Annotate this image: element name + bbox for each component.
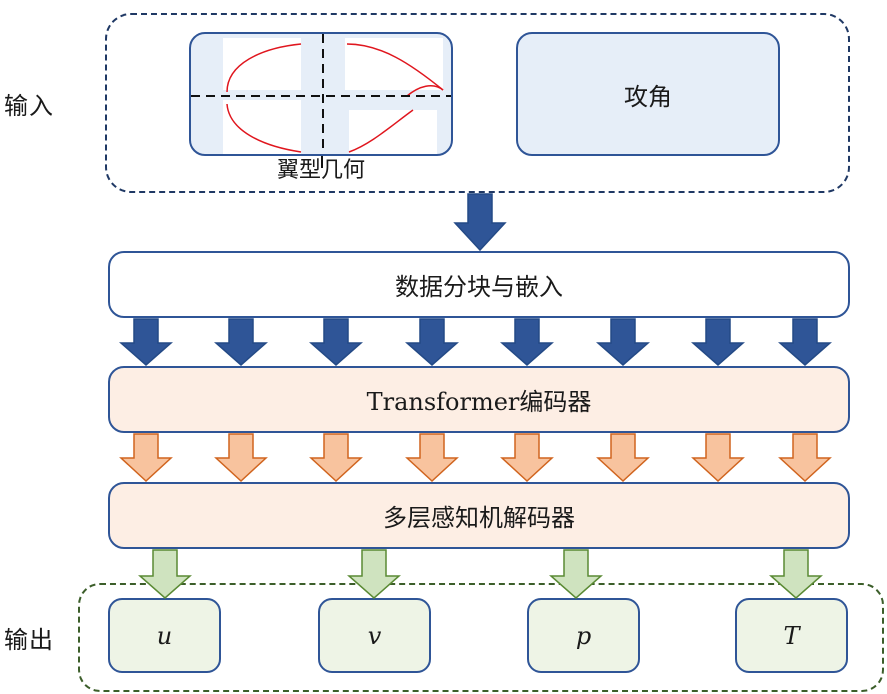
patch-top-right [345, 38, 443, 90]
embedding-to-encoder-arrow-8 [778, 318, 832, 366]
output-u-label: u [156, 621, 173, 650]
embedding-to-encoder-arrow-5 [500, 318, 554, 366]
patch-embedding-box: 数据分块与嵌入 [108, 251, 850, 318]
transformer-encoder-label: Transformer编码器 [366, 388, 592, 416]
transformer-encoder-box: Transformer编码器 [108, 366, 850, 433]
embedding-to-encoder-arrow-6 [596, 318, 650, 366]
output-T-box: T [735, 598, 848, 673]
embedding-to-encoder-arrow-2 [214, 318, 268, 366]
airfoil-geometry-box [189, 32, 453, 156]
output-v-label: v [367, 621, 382, 650]
vertical-axis-tail [321, 156, 325, 168]
decoder-to-output-arrow-p [549, 549, 603, 599]
embedding-to-encoder-arrow-3 [309, 318, 363, 366]
encoder-to-decoder-arrow-6 [596, 433, 650, 483]
input-to-embedding-arrow [453, 193, 507, 252]
output-group [78, 583, 884, 692]
decoder-to-output-arrow-u [138, 549, 192, 599]
patch-top-left [223, 38, 301, 90]
mlp-decoder-box: 多层感知机解码器 [108, 482, 850, 549]
output-p-label: p [575, 621, 592, 650]
encoder-to-decoder-arrow-3 [309, 433, 363, 483]
output-label: 输出 [4, 626, 54, 654]
input-label: 输入 [4, 92, 54, 120]
airfoil-upper-curve-right [346, 43, 444, 91]
encoder-to-decoder-arrow-7 [691, 433, 745, 483]
output-p-box: p [527, 598, 640, 673]
decoder-to-output-arrow-T [769, 549, 823, 599]
embedding-to-encoder-arrow-4 [405, 318, 459, 366]
angle-of-attack-box: 攻角 [516, 32, 780, 156]
patch-embedding-label: 数据分块与嵌入 [395, 273, 563, 301]
input-group [105, 13, 850, 193]
encoder-to-decoder-arrow-2 [214, 433, 268, 483]
output-u-box: u [108, 598, 221, 673]
encoder-to-decoder-arrow-4 [405, 433, 459, 483]
airfoil-upper-curve [226, 43, 302, 93]
airfoil-drawing [191, 34, 451, 154]
output-T-label: T [783, 621, 800, 650]
airfoil-trailing-edge-curve [406, 84, 444, 97]
patch-bottom-right [349, 110, 437, 154]
decoder-to-output-arrow-v [347, 549, 401, 599]
airfoil-caption: 翼型几何 [276, 158, 365, 183]
airfoil-lower-curve [226, 103, 302, 153]
angle-of-attack-label: 攻角 [624, 82, 672, 111]
airfoil-lower-curve-right [348, 109, 414, 153]
encoder-to-decoder-arrow-5 [500, 433, 554, 483]
encoder-to-decoder-arrow-1 [119, 433, 173, 483]
embedding-to-encoder-arrow-1 [119, 318, 173, 366]
output-v-box: v [318, 598, 431, 673]
embedding-to-encoder-arrow-7 [691, 318, 745, 366]
encoder-to-decoder-arrow-8 [778, 433, 832, 483]
patch-bottom-left [223, 100, 301, 154]
mlp-decoder-label: 多层感知机解码器 [383, 504, 575, 532]
